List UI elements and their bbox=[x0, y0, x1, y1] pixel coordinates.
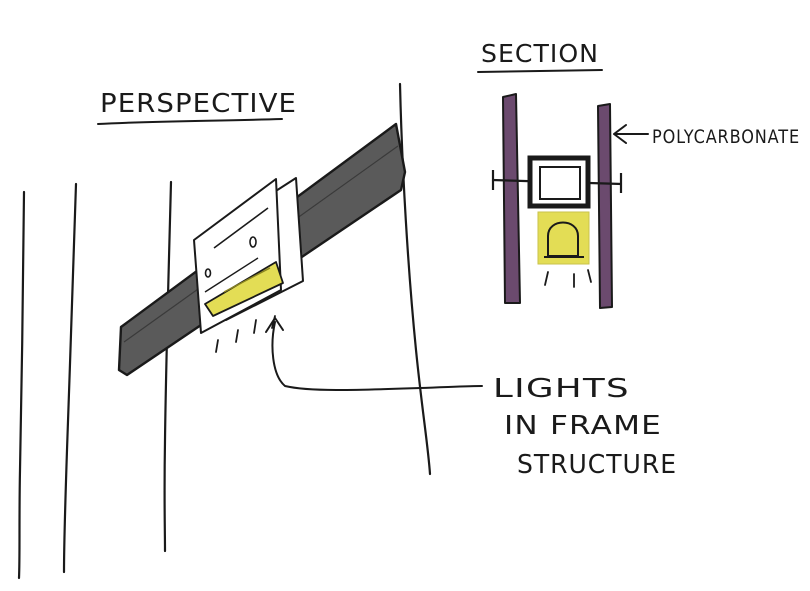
frame-inner-line bbox=[213, 207, 269, 249]
vertical-line-1 bbox=[17, 190, 26, 580]
section-light-rays bbox=[544, 269, 592, 288]
frame-panel-front bbox=[193, 178, 282, 334]
vertical-line-4 bbox=[398, 82, 432, 476]
light-rays bbox=[215, 315, 276, 353]
section-underline bbox=[477, 69, 603, 73]
section-view bbox=[491, 93, 649, 309]
polycarbonate-wall-right bbox=[597, 103, 613, 309]
lights-label-line-1: LIGHTS bbox=[493, 374, 630, 404]
frame-inner-line bbox=[204, 257, 259, 293]
section-heading: SECTION bbox=[481, 39, 599, 68]
light-fixture bbox=[204, 261, 284, 317]
arrowhead-icon bbox=[613, 124, 627, 144]
vertical-line-3 bbox=[163, 180, 173, 553]
polycarbonate-wall-left bbox=[502, 93, 521, 304]
perspective-underline bbox=[97, 118, 283, 125]
beam-section-inner bbox=[539, 166, 581, 200]
perspective-view bbox=[17, 82, 483, 580]
lights-label-line-2: IN FRAME bbox=[504, 411, 662, 441]
perspective-heading: PERSPECTIVE bbox=[100, 89, 297, 119]
arrowhead-icon bbox=[265, 317, 284, 333]
frame-bolt bbox=[249, 236, 257, 248]
lights-label-line-3: STRUCTURE bbox=[517, 450, 677, 480]
light-section-bulb bbox=[547, 221, 579, 257]
light-fixture-detail bbox=[223, 267, 271, 293]
frame-bolt bbox=[204, 268, 212, 278]
polycarbonate-label: POLYCARBONATE bbox=[652, 126, 800, 148]
lights-leader-arrow bbox=[271, 321, 483, 391]
vertical-line-2 bbox=[62, 182, 78, 574]
